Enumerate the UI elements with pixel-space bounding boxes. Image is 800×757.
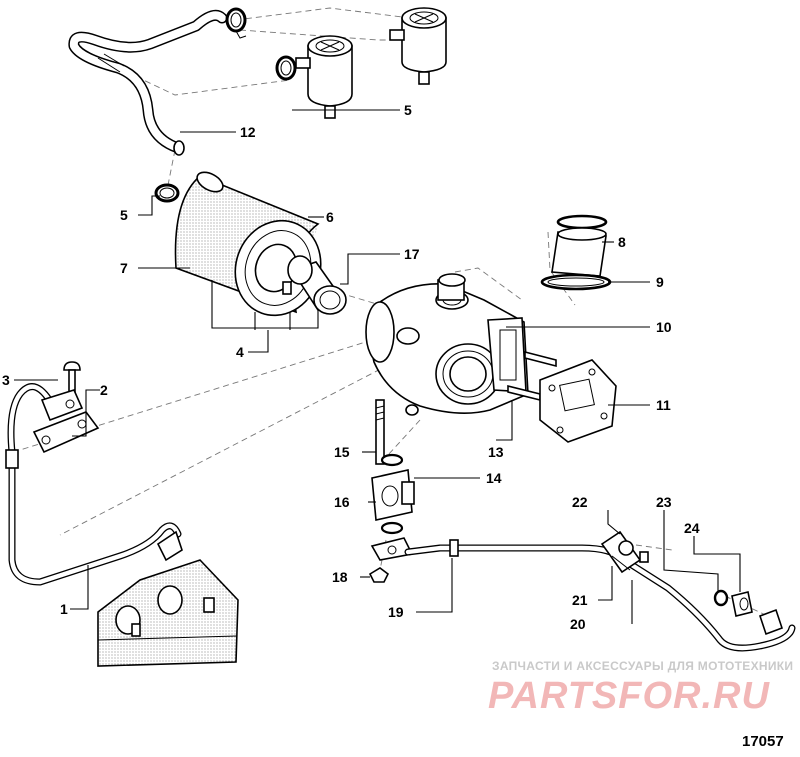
callout-20: 20 bbox=[570, 616, 586, 632]
callout-13: 13 bbox=[488, 444, 504, 460]
oil-tube-1 bbox=[5, 383, 183, 586]
callout-21: 21 bbox=[572, 592, 588, 608]
leader-lines bbox=[14, 109, 741, 624]
adapter-17 bbox=[282, 255, 347, 315]
o-ring-23 bbox=[713, 589, 729, 607]
figure-number: 17057 bbox=[742, 733, 784, 750]
o-ring-14-lower bbox=[380, 521, 404, 535]
stud-15 bbox=[375, 399, 385, 465]
callout-15: 15 bbox=[334, 444, 350, 460]
callout-9: 9 bbox=[656, 274, 664, 290]
bolt-3 bbox=[63, 361, 81, 395]
callout-12: 12 bbox=[240, 124, 256, 140]
callout-11: 11 bbox=[656, 397, 671, 413]
callout-4: 4 bbox=[236, 344, 244, 360]
separator-canister-right bbox=[389, 7, 447, 85]
callout-14: 14 bbox=[486, 470, 502, 486]
callout-22: 22 bbox=[572, 494, 588, 510]
intake-hose-12 bbox=[68, 9, 228, 156]
watermark: ЗАПЧАСТИ И АКСЕССУАРЫ ДЛЯ МОТОТЕХНИКИ PA… bbox=[488, 659, 793, 717]
callout-16: 16 bbox=[334, 494, 350, 510]
hose-clamp-9 bbox=[540, 273, 612, 291]
engine-block-fragment bbox=[97, 559, 239, 667]
fitting-20-21-22 bbox=[600, 530, 649, 574]
callout-17: 17 bbox=[404, 246, 420, 262]
o-ring-14-upper bbox=[380, 453, 404, 467]
hose-clamp-5-upper-left bbox=[225, 7, 247, 39]
callout-24: 24 bbox=[684, 520, 700, 536]
callout-10: 10 bbox=[656, 319, 672, 335]
callout-1: 1 bbox=[60, 601, 68, 617]
nut-18 bbox=[368, 567, 390, 583]
gasket-11 bbox=[539, 359, 617, 443]
fitting-16 bbox=[371, 469, 415, 521]
callout-3: 3 bbox=[2, 372, 10, 388]
callout-6: 6 bbox=[326, 209, 334, 225]
hose-clamp-5-upper-right bbox=[275, 55, 297, 81]
callout-2: 2 bbox=[100, 382, 108, 398]
gasket-2 bbox=[32, 411, 100, 454]
turbocharger-10 bbox=[365, 273, 529, 416]
air-filter-7 bbox=[174, 171, 322, 317]
connector-24 bbox=[731, 591, 753, 617]
hose-clamp-5-lower bbox=[154, 183, 180, 203]
callout-labels: 1 2 3 4 5 5 6 7 8 9 10 11 12 13 14 15 16… bbox=[2, 102, 700, 632]
watermark-brand: PARTSFOR.RU bbox=[488, 675, 770, 717]
callout-18: 18 bbox=[332, 569, 348, 585]
hose-sleeve-8 bbox=[551, 214, 608, 277]
callout-5-lower: 5 bbox=[120, 207, 128, 223]
watermark-tagline: ЗАПЧАСТИ И АКСЕССУАРЫ ДЛЯ МОТОТЕХНИКИ bbox=[492, 659, 793, 673]
callout-19: 19 bbox=[388, 604, 404, 620]
callout-5-upper: 5 bbox=[404, 102, 412, 118]
callout-7: 7 bbox=[120, 260, 128, 276]
studs-13 bbox=[507, 350, 557, 402]
callout-8: 8 bbox=[618, 234, 626, 250]
tube-end-fitting bbox=[758, 608, 784, 636]
callout-23: 23 bbox=[656, 494, 672, 510]
separator-canister-left bbox=[295, 35, 353, 119]
